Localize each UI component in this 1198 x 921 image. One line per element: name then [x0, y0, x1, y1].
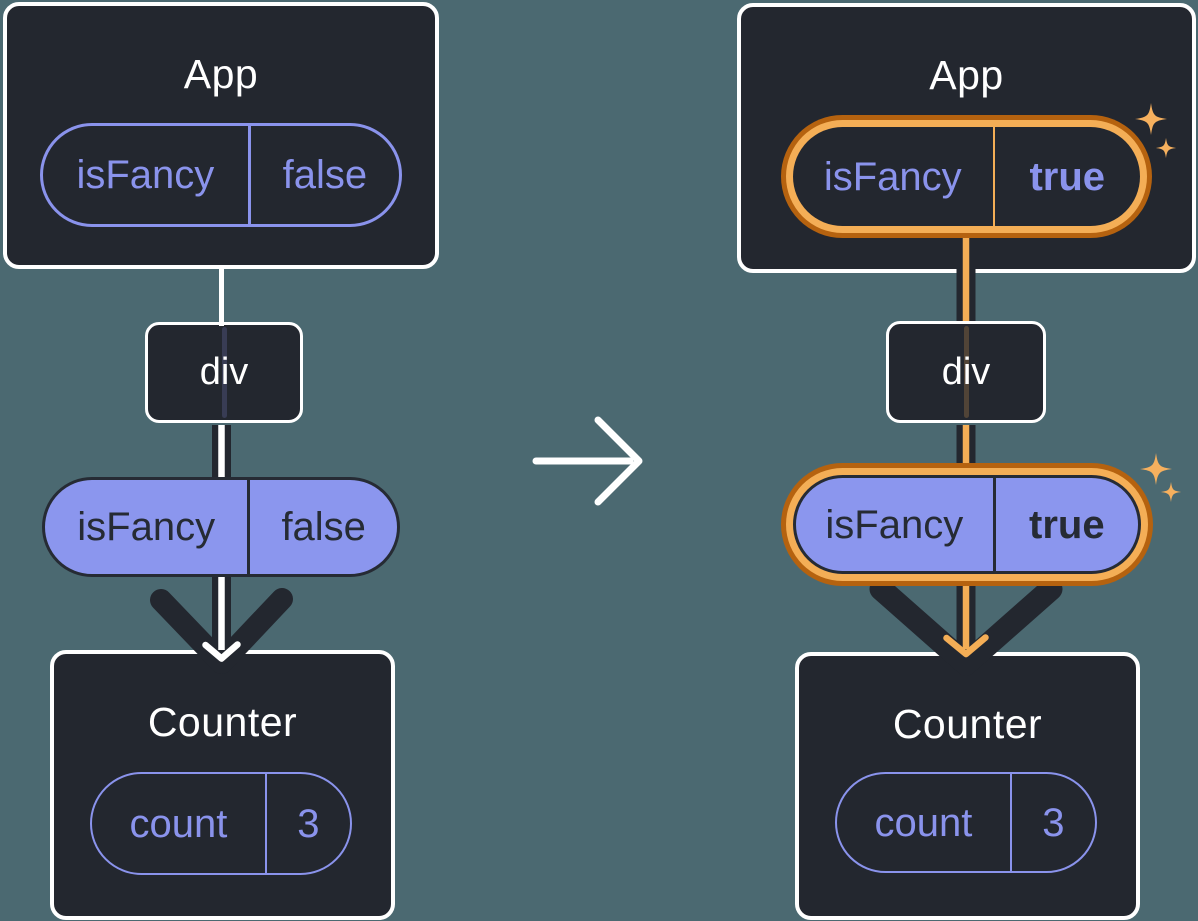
prop-pill: isFancy false: [42, 477, 400, 577]
state-name: isFancy: [823, 154, 962, 199]
prop-value: false: [247, 480, 397, 574]
state-name: isFancy: [76, 153, 215, 197]
app-state-pill: isFancy false: [40, 123, 402, 227]
down-arrow-head: [202, 641, 241, 662]
prop-pill: isFancy true: [793, 475, 1141, 574]
highlight-ring: isFancy true: [781, 115, 1152, 238]
highlight-ring-inner: isFancy true: [786, 120, 1147, 233]
counter-state-pill: count 3: [90, 772, 352, 875]
down-arrow-head-highlight: [943, 634, 989, 658]
state-value: 3: [264, 774, 350, 873]
arrow-right-icon: [532, 416, 643, 506]
prop-name: isFancy: [825, 502, 964, 547]
component-title: Counter: [147, 699, 298, 745]
sparkles-icon: [1140, 453, 1182, 503]
div-node-card: div: [886, 321, 1046, 423]
state-name: count: [129, 801, 228, 846]
state-name: count: [874, 800, 973, 845]
sparkles-icon: [1135, 103, 1177, 159]
down-arrow-chevron: [869, 577, 1063, 676]
prop-flow-strip: [963, 326, 969, 418]
counter-state-pill: count 3: [835, 772, 1097, 873]
component-title: App: [183, 51, 259, 97]
prop-name: isFancy: [77, 505, 216, 549]
app-state-pill: isFancy true: [793, 127, 1140, 226]
div-node-label: div: [199, 351, 249, 393]
state-value: true: [992, 127, 1140, 226]
down-arrow-chevron: [150, 588, 293, 674]
state-value: false: [247, 126, 399, 224]
prop-flow-strip: [221, 327, 227, 418]
component-title: Counter: [892, 701, 1043, 747]
prop-value: true: [992, 478, 1138, 571]
highlight-ring: isFancy true: [781, 463, 1153, 586]
component-title: App: [929, 52, 1004, 98]
highlight-ring-inner: isFancy true: [786, 468, 1148, 581]
div-node-label: div: [941, 350, 991, 393]
state-value: 3: [1009, 774, 1095, 871]
